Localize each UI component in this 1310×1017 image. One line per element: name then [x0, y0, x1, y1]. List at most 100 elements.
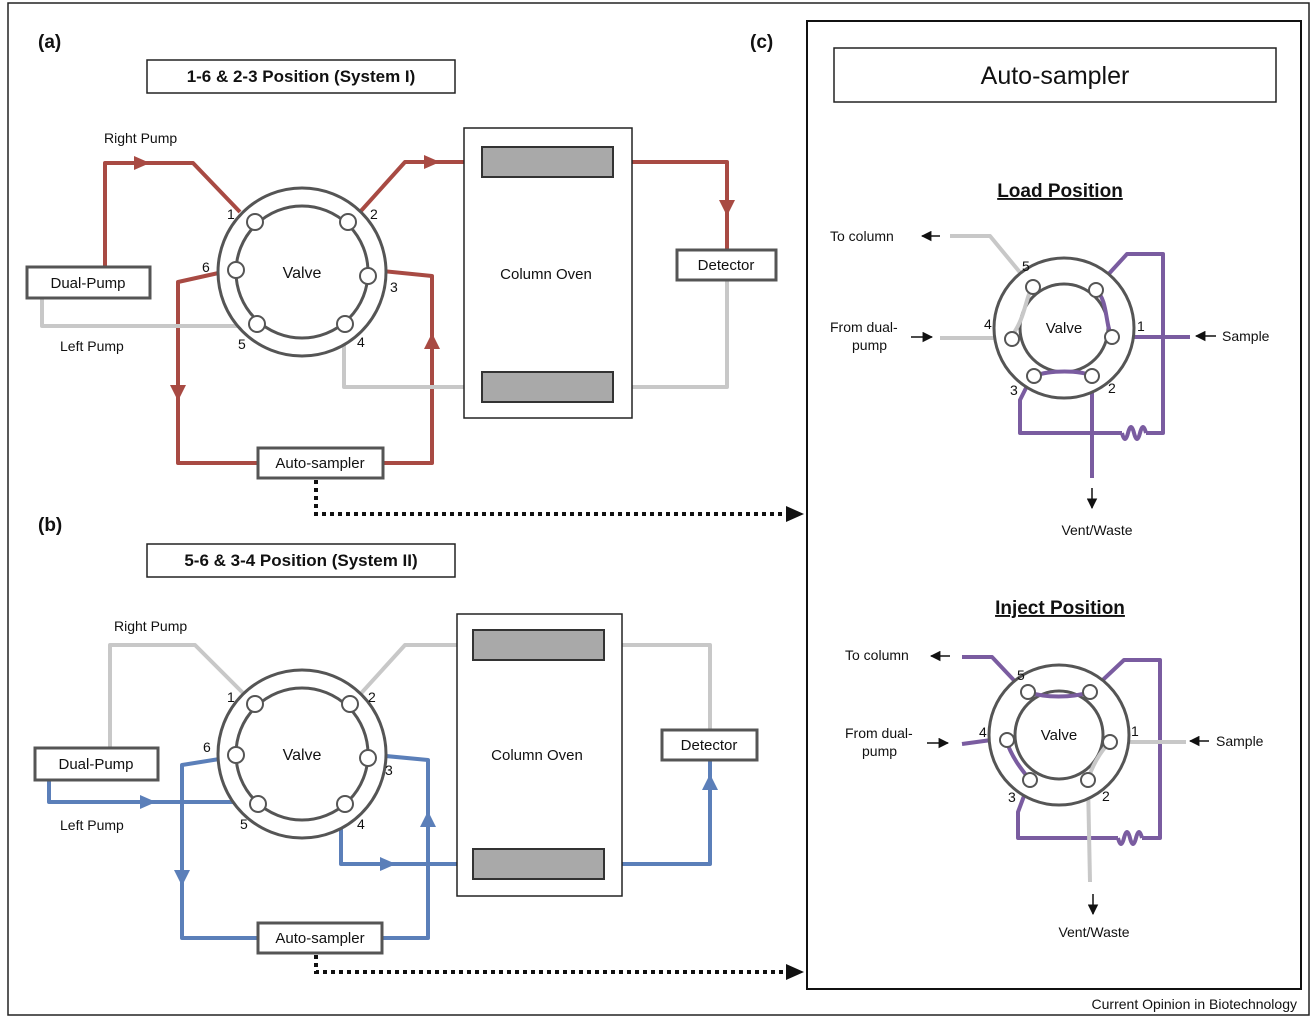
inject-port-3 [1022, 772, 1038, 788]
valve-b-port-4-label: 4 [357, 816, 365, 832]
load-port-1 [1104, 329, 1120, 345]
load-from-dual-label-1: From dual- [830, 319, 898, 335]
right-pump-a-label: Right Pump [104, 130, 177, 146]
autosampler-to-port3-line [371, 268, 434, 465]
load-loop-coil [1120, 425, 1148, 441]
autosampler-a-connector-arrowhead [786, 506, 804, 522]
valve-a-port-3-label: 3 [390, 279, 398, 295]
inject-port-2-label: 2 [1102, 788, 1110, 804]
right-pump-b-label: Right Pump [114, 618, 187, 634]
valve-a-port-2 [339, 213, 357, 231]
inject-position-diagram: Inject Position Valve 1 2 3 4 5 [845, 598, 1264, 940]
panel-b-title-box [146, 543, 456, 578]
flow-arrow-detector [719, 200, 735, 216]
load-port-4 [1004, 331, 1020, 347]
panel-c-frame [806, 20, 1302, 990]
column-a-bottom [481, 371, 614, 403]
valve-b-port-3-label: 3 [385, 762, 393, 778]
inject-sample-label: Sample [1216, 733, 1264, 749]
panel-c: (c) Auto-sampler Load Position Valve [750, 20, 1302, 990]
valve-a-port-3 [359, 267, 377, 285]
column-oven-b-label: Column Oven [491, 747, 583, 764]
valve-a-port-6 [227, 261, 245, 279]
dual-pump-a-box [25, 265, 152, 300]
column-b-bottom [472, 848, 605, 880]
column-to-detector-return-a [613, 280, 729, 389]
auto-sampler-a-label: Auto-sampler [275, 455, 364, 472]
panel-b-label: (b) [38, 515, 62, 536]
load-position-diagram: Load Position Valve 1 2 3 4 [830, 181, 1270, 538]
valve-b-port-1-label: 1 [227, 689, 235, 705]
valve-a-port-1 [246, 213, 264, 231]
flow-arrow-up-a [424, 333, 440, 349]
flow-arrow-left-pump-b [140, 795, 156, 809]
flow-arrow-down-b [174, 870, 190, 886]
inject-port-1 [1102, 734, 1118, 750]
flow-arrow-right-pump [134, 156, 150, 170]
load-port-5 [1025, 279, 1041, 295]
load-port-c1 [1088, 282, 1104, 298]
panel-b: (b) 5-6 & 3-4 Position (System II) Valve… [33, 515, 804, 980]
load-port-3-label: 3 [1010, 382, 1018, 398]
inject-from-dual-label-1: From dual- [845, 725, 913, 741]
port6-to-autosampler-line [176, 268, 260, 465]
valve-b-port-6-label: 6 [203, 739, 211, 755]
inject-port-3-label: 3 [1008, 789, 1016, 805]
inject-valve-label: Valve [1041, 727, 1077, 744]
valve-b-label: Valve [283, 747, 322, 764]
dual-pump-b-box [33, 746, 160, 782]
figure-frame [7, 2, 1310, 1016]
autosampler-b-connector-arrowhead [786, 964, 804, 980]
valve-a-port-1-label: 1 [227, 206, 235, 222]
panel-c-label: (c) [750, 32, 773, 53]
right-pump-line-b [108, 643, 252, 748]
panel-a-label: (a) [38, 32, 61, 53]
valve-b-port-1 [246, 695, 264, 713]
credit-text: Current Opinion in Biotechnology [1092, 996, 1297, 1012]
inject-port-4-label: 4 [979, 724, 987, 740]
load-position-title: Load Position [997, 181, 1123, 202]
left-pump-b-label: Left Pump [60, 817, 124, 833]
column-a-top [481, 146, 614, 178]
valve-b-port-2 [341, 695, 359, 713]
valve-to-column-line [358, 160, 482, 214]
panel-a: (a) 1-6 & 2-3 Position (System I) Valve … [25, 32, 804, 522]
valve-a-port-6-label: 6 [202, 259, 210, 275]
autosampler-a-connector [314, 480, 788, 516]
load-from-dual-label-2: pump [852, 337, 887, 353]
autosampler-to-port3-line-b [374, 753, 430, 940]
auto-sampler-a-box [256, 446, 385, 480]
left-pump-a-label: Left Pump [60, 338, 124, 354]
valve-b-port-3 [359, 749, 377, 767]
valve-b-port-2-label: 2 [368, 689, 376, 705]
load-to-column-label: To column [830, 228, 894, 244]
auto-sampler-b-box [256, 921, 384, 955]
load-port-2 [1084, 368, 1100, 384]
column-b-top [472, 629, 605, 661]
detector-a-label: Detector [698, 257, 755, 274]
column-oven-a-label: Column Oven [500, 266, 592, 283]
valve-b-port-5 [249, 795, 267, 813]
left-pump-line-b [47, 780, 254, 804]
dual-pump-b-label: Dual-Pump [58, 756, 133, 773]
left-pump-line-a [40, 298, 250, 328]
flow-arrow-down-a [170, 385, 186, 401]
load-port-1-label: 1 [1137, 318, 1145, 334]
inject-vent-label: Vent/Waste [1058, 924, 1129, 940]
valve-a-port-2-label: 2 [370, 206, 378, 222]
panel-c-title: Auto-sampler [981, 62, 1130, 90]
load-to-column-line [950, 234, 1034, 289]
valve-b-port-6 [227, 746, 245, 764]
valve-b-port-4 [336, 795, 354, 813]
port4-to-column-line-a [342, 330, 482, 389]
inject-loop-top [1088, 658, 1162, 840]
valve-to-column-line-b [353, 643, 473, 702]
detector-b-box [660, 728, 759, 762]
panel-a-title: 1-6 & 2-3 Position (System I) [187, 67, 416, 86]
autosampler-b-connector [314, 955, 788, 974]
load-port-5-label: 5 [1022, 258, 1030, 274]
load-port-4-label: 4 [984, 316, 992, 332]
load-loop-top [1092, 252, 1165, 435]
inject-position-title: Inject Position [995, 598, 1125, 619]
